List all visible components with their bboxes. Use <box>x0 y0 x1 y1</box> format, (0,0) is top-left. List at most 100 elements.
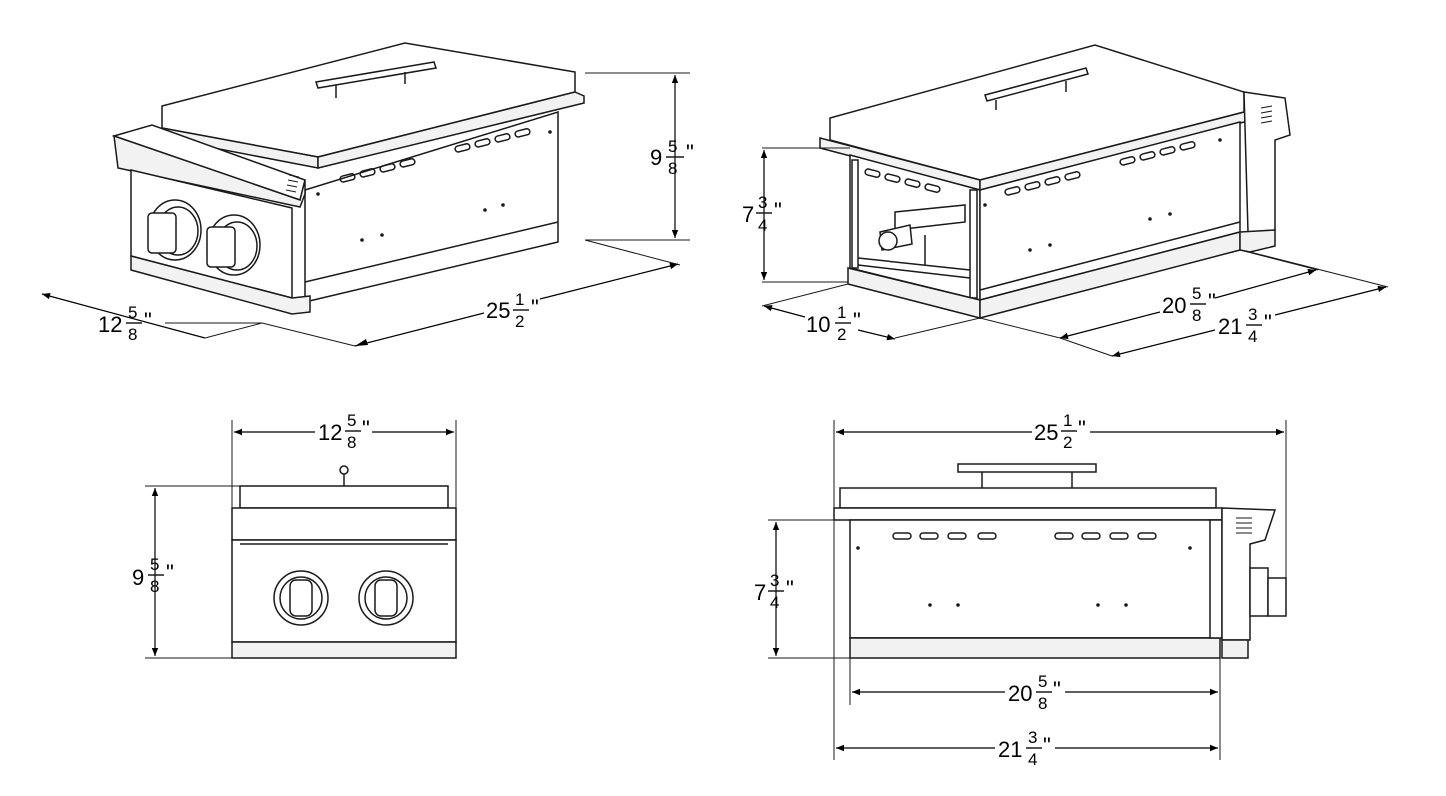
svg-text:": " <box>786 576 794 601</box>
svg-text:21: 21 <box>1218 314 1242 339</box>
svg-text:1: 1 <box>837 303 846 322</box>
svg-text:12: 12 <box>98 312 122 337</box>
dim-iso-front-depth: 12 5 8 " <box>41 292 263 344</box>
svg-text:8: 8 <box>1038 694 1047 713</box>
dim-side-height: 7 3 4 " <box>754 519 850 659</box>
knob-profile <box>1249 567 1269 617</box>
dim-iso-back-depth: 10 1 2 " <box>761 283 981 344</box>
control-hood <box>1243 91 1291 233</box>
svg-text:5: 5 <box>128 303 137 322</box>
dim-side-width: 25 1 2 " <box>833 411 1287 760</box>
control-hood-face <box>113 134 306 208</box>
svg-text:21: 21 <box>998 737 1022 762</box>
burner-valve-assembly <box>857 204 971 279</box>
side-screws <box>856 546 1192 607</box>
svg-text:25: 25 <box>486 298 510 323</box>
hood-vents <box>1260 105 1273 124</box>
svg-text:": " <box>774 198 782 223</box>
svg-text:12: 12 <box>318 420 342 445</box>
side-screws <box>316 130 552 242</box>
body-bottom-line <box>304 221 559 283</box>
frame-post-left <box>851 159 859 269</box>
dim-iso-back-height: 7 3 4 " <box>742 147 850 283</box>
svg-text:8: 8 <box>150 577 159 596</box>
svg-text:5: 5 <box>150 555 159 574</box>
svg-text:1: 1 <box>1063 411 1072 430</box>
end-post <box>1209 519 1223 639</box>
hood-vents <box>285 174 300 193</box>
dim-iso-back-outer: 21 3 4 " <box>1059 251 1389 358</box>
svg-text:2: 2 <box>1063 433 1072 452</box>
iso-rear-view: 7 3 4 " 10 1 2 " 20 5 8 " <box>742 44 1389 358</box>
svg-text:5: 5 <box>347 411 356 430</box>
svg-text:": " <box>1208 289 1216 314</box>
dim-side-inner: 20 5 8 " <box>849 658 1221 760</box>
base <box>849 637 1221 659</box>
svg-text:": " <box>1264 310 1272 335</box>
svg-text:": " <box>531 295 539 320</box>
svg-text:8: 8 <box>668 159 677 178</box>
dim-side-outer: 21 3 4 " <box>836 728 1218 769</box>
lid-handle <box>984 67 1089 110</box>
control-base <box>1239 229 1276 253</box>
svg-text:": " <box>166 560 174 585</box>
dim-front-height: 9 5 8 " <box>132 485 240 659</box>
base-plate <box>130 255 311 315</box>
svg-text:": " <box>853 308 861 333</box>
svg-text:8: 8 <box>347 433 356 452</box>
lid-rim <box>833 507 1223 521</box>
svg-text:4: 4 <box>1028 750 1037 769</box>
body-panel <box>849 519 1221 639</box>
svg-text:3: 3 <box>758 193 767 212</box>
lid-handle <box>315 61 437 98</box>
svg-text:1: 1 <box>515 290 524 309</box>
svg-text:25: 25 <box>1034 420 1058 445</box>
svg-text:10: 10 <box>806 312 830 337</box>
lid <box>839 487 1217 509</box>
svg-text:2: 2 <box>515 312 524 331</box>
dim-iso-back-inner: 20 5 8 " <box>979 249 1319 340</box>
knob-left <box>273 570 329 626</box>
body-side-panel <box>304 110 559 303</box>
svg-text:4: 4 <box>770 593 779 612</box>
svg-text:20: 20 <box>1008 681 1032 706</box>
iso-front-view: 9 5 8 " 12 5 8 " 25 1 2 " <box>41 42 694 347</box>
control-base <box>1221 639 1249 659</box>
handle-end <box>339 465 349 475</box>
svg-text:7: 7 <box>754 580 766 605</box>
lid-handle-bar <box>957 463 1097 473</box>
svg-text:3: 3 <box>1028 728 1037 747</box>
svg-text:5: 5 <box>668 137 677 156</box>
base <box>231 641 457 659</box>
svg-text:4: 4 <box>1248 327 1257 346</box>
svg-text:5: 5 <box>1038 672 1047 691</box>
control-hood <box>231 507 457 541</box>
svg-text:": " <box>362 416 370 441</box>
svg-text:": " <box>686 140 694 165</box>
control-panel <box>231 539 457 643</box>
svg-text:2: 2 <box>837 325 846 344</box>
svg-text:5: 5 <box>1192 284 1201 303</box>
side-screws <box>983 138 1222 252</box>
rear-inner-vents <box>864 168 941 193</box>
svg-text:20: 20 <box>1162 293 1186 318</box>
side-vents <box>1004 141 1196 196</box>
knob-right <box>206 214 261 276</box>
side-elevation: 25 1 2 " 7 3 4 " 20 5 8 " <box>754 411 1287 769</box>
side-vents <box>892 532 1157 540</box>
lid-side-edge <box>317 91 585 169</box>
knob-right <box>358 570 414 626</box>
side-vents <box>339 128 531 183</box>
svg-text:3: 3 <box>770 571 779 590</box>
svg-text:3: 3 <box>1248 305 1257 324</box>
svg-text:": " <box>1078 416 1086 441</box>
svg-text:8: 8 <box>128 325 137 344</box>
hood-vents <box>1236 517 1252 534</box>
knob-cap <box>1267 577 1287 617</box>
svg-text:8: 8 <box>1192 306 1201 325</box>
svg-text:7: 7 <box>742 202 754 227</box>
svg-text:": " <box>1053 677 1061 702</box>
dim-front-width: 12 5 8 " <box>231 411 457 508</box>
svg-text:4: 4 <box>758 216 767 235</box>
